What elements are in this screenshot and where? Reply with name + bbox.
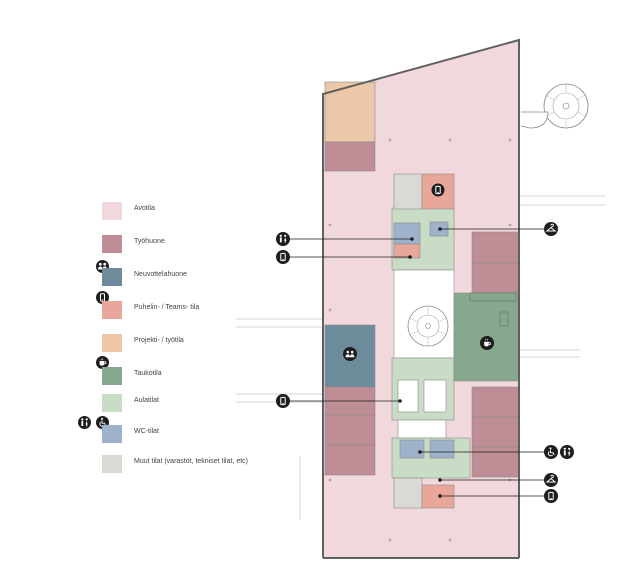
work-room <box>471 262 519 294</box>
legend-label: Aulatilat <box>134 397 159 404</box>
hanger-icon <box>544 222 558 236</box>
storage-south <box>393 477 423 509</box>
legend-swatch <box>102 394 122 412</box>
phone-icon <box>276 250 290 264</box>
callout-points <box>398 227 442 498</box>
wc-north <box>393 222 421 245</box>
legend-label: Taukotila <box>134 370 162 377</box>
kitchen-counter <box>469 292 517 327</box>
restroom-icon <box>276 232 290 246</box>
work-room <box>471 446 519 478</box>
callout-lines <box>289 228 545 497</box>
restroom-icon <box>560 445 574 459</box>
restroom-icon <box>78 416 91 429</box>
legend-label: Neuvottelahuone <box>134 271 187 278</box>
elevator-shaft <box>397 379 419 413</box>
people-icon <box>343 347 357 361</box>
elevator-shaft <box>423 379 447 413</box>
internal-spiral-stair <box>407 305 449 347</box>
work-room <box>471 416 519 448</box>
legend-swatch <box>102 202 122 220</box>
legend: Avotila Työhuone Neuvottelahuone Puhelin… <box>0 0 300 571</box>
legend-label: Projekti- / työtila <box>134 337 184 344</box>
work-room <box>324 141 376 172</box>
work-room <box>471 231 519 264</box>
shaft-small <box>397 419 447 439</box>
phone-room-core <box>393 243 421 259</box>
legend-label: Muut tilat (varastot, tekniset tilat, et… <box>134 458 248 465</box>
legend-label: Puhelin- / Teams- tila <box>134 304 200 311</box>
legend-label: Työhuone <box>134 238 165 245</box>
coffee-icon <box>480 336 494 350</box>
legend-swatch <box>102 367 122 385</box>
legend-label: Avotila <box>134 205 155 212</box>
work-room <box>471 386 519 418</box>
legend-swatch <box>102 455 122 473</box>
hanger-icon <box>544 473 558 487</box>
work-room <box>324 414 376 446</box>
rooms <box>324 81 519 509</box>
accessible-icon <box>544 445 558 459</box>
coffee-icon <box>96 356 109 369</box>
legend-swatch <box>102 301 122 319</box>
legend-swatch <box>102 268 122 286</box>
phone-icon <box>276 394 290 408</box>
phone-icon <box>431 183 445 197</box>
legend-swatch <box>102 334 122 352</box>
legend-swatch <box>102 425 122 443</box>
legend-label: WC-tilat <box>134 428 159 435</box>
legend-swatch <box>102 235 122 253</box>
building-walls <box>322 38 520 559</box>
storage-north <box>393 173 423 210</box>
wc-south-2 <box>429 439 455 459</box>
phone-icon <box>544 489 558 503</box>
external-spiral-stair <box>520 83 589 129</box>
wc-south <box>399 439 425 459</box>
work-room <box>324 444 376 476</box>
phone-room-south <box>421 484 455 509</box>
site-context-lines <box>236 195 605 520</box>
